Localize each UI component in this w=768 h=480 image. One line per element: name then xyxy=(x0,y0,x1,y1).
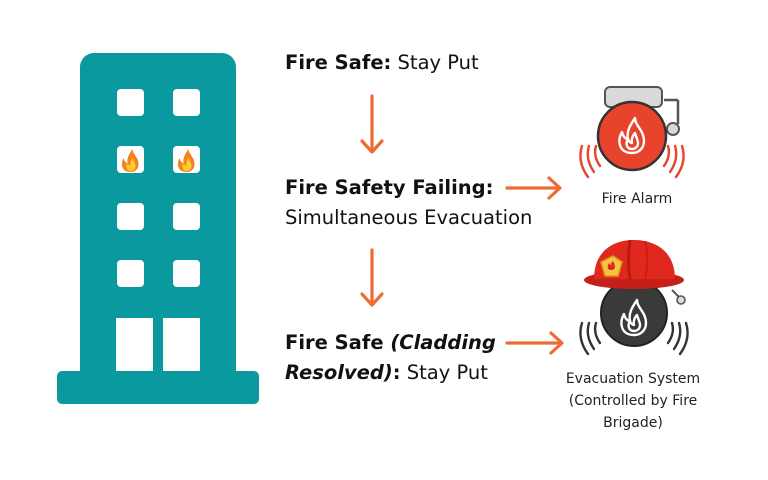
step-1-bold: Fire Safe: xyxy=(285,51,392,74)
evacuation-system-label: Evacuation System (Controlled by Fire Br… xyxy=(548,368,718,434)
arrow-right-1 xyxy=(505,176,562,200)
step-3-normal: Stay Put xyxy=(400,361,488,384)
building-body xyxy=(80,53,236,383)
evacuation-label-line-3: Brigade) xyxy=(603,415,663,431)
flame-icon xyxy=(121,149,139,172)
arrow-down-2 xyxy=(360,248,384,307)
step-3-bold-after: : xyxy=(392,361,401,384)
step-3-bold: Fire Safe xyxy=(285,331,391,354)
step-2-normal: Simultaneous Evacuation xyxy=(285,206,533,229)
arrow-down-1 xyxy=(360,94,384,154)
step-2-bold: Fire Safety Failing: xyxy=(285,176,494,199)
step-1-text: Fire Safe: Stay Put xyxy=(285,48,479,78)
step-2-text: Fire Safety Failing: Simultaneous Evacua… xyxy=(285,173,532,233)
step-3-text: Fire Safe (Cladding Resolved): Stay Put xyxy=(285,328,500,388)
building-window xyxy=(117,260,144,287)
step-1-normal: Stay Put xyxy=(391,51,479,74)
step-3-bold-italic: (Cladding Resolved) xyxy=(285,331,496,384)
evacuation-label-line-1: Evacuation System xyxy=(565,371,701,387)
arrow-right-2 xyxy=(505,331,564,355)
fire-alarm-label: Fire Alarm xyxy=(601,191,673,207)
building-window xyxy=(173,203,200,230)
flame-icon xyxy=(177,149,195,172)
building-base xyxy=(57,371,259,404)
building-window xyxy=(173,89,200,116)
building-door-left xyxy=(116,318,153,371)
building-window xyxy=(173,260,200,287)
evacuation-label-line-2: (Controlled by Fire xyxy=(568,393,698,409)
building-window xyxy=(117,89,144,116)
building-door-right xyxy=(163,318,200,371)
building-window xyxy=(117,203,144,230)
